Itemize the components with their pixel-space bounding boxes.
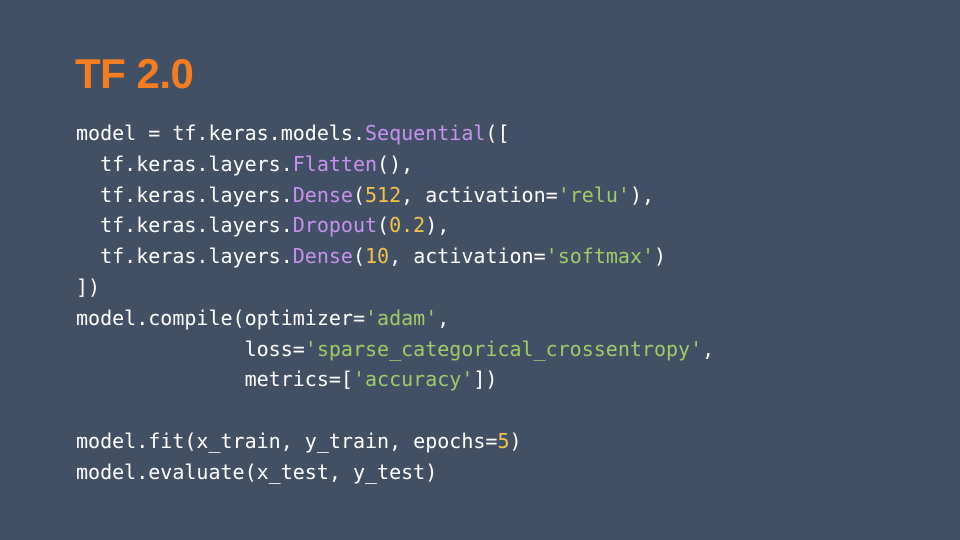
code-line: model = tf.keras.models.Sequential([ (76, 118, 714, 149)
code-token: ([ (485, 121, 510, 145)
code-token: tf.keras.layers. (76, 244, 293, 269)
code-string: 'softmax' (545, 244, 655, 269)
code-function-name: Sequential (364, 121, 486, 145)
code-token: , (702, 336, 715, 361)
code-token: (), (377, 151, 414, 176)
code-line: model.compile(optimizer='adam', (76, 303, 714, 334)
code-line: ]) (76, 272, 714, 303)
code-token: ) (509, 428, 522, 453)
code-token: , activation= (389, 244, 546, 269)
code-number: 0.2 (389, 213, 426, 238)
code-token: tf.keras.layers. (76, 213, 293, 238)
code-token: , activation= (401, 182, 558, 207)
code-token: ), (629, 182, 655, 207)
code-token: model.fit(x_train, y_train, epochs= (76, 428, 498, 453)
code-token: ( (352, 244, 366, 269)
code-line: tf.keras.layers.Dropout(0.2), (76, 210, 714, 241)
code-token: tf.keras.layers. (76, 182, 293, 207)
code-token: metrics=[ (76, 367, 353, 392)
code-token: ]) (473, 367, 498, 392)
code-line: tf.keras.layers.Dense(512, activation='r… (76, 180, 714, 211)
code-token: loss= (76, 336, 305, 361)
code-string: 'sparse_categorical_crossentropy' (304, 336, 703, 361)
code-function-name: Dropout (292, 213, 378, 238)
code-string: 'relu' (557, 182, 630, 207)
code-number: 10 (365, 244, 390, 269)
code-block: model = tf.keras.models.Sequential([ tf.… (76, 118, 714, 488)
code-token: model = tf.keras.models. (76, 121, 365, 145)
code-token: ), (425, 213, 450, 238)
code-token: ) (654, 244, 667, 269)
code-function-name: Dense (292, 244, 353, 269)
code-line (76, 395, 714, 426)
code-token: , (437, 305, 450, 330)
code-line: loss='sparse_categorical_crossentropy', (76, 334, 715, 365)
code-token: tf.keras.layers. (76, 151, 293, 176)
code-number: 512 (365, 182, 402, 207)
slide-title: TF 2.0 (75, 50, 194, 97)
code-line: metrics=['accuracy']) (76, 364, 714, 395)
code-line: tf.keras.layers.Flatten(), (76, 149, 714, 180)
code-line: model.evaluate(x_test, y_test) (76, 457, 714, 488)
code-function-name: Flatten (292, 151, 378, 176)
code-function-name: Dense (292, 182, 353, 207)
code-line: tf.keras.layers.Dense(10, activation='so… (76, 241, 714, 272)
code-token: ( (377, 213, 390, 238)
code-string: 'accuracy' (352, 367, 474, 392)
code-line: model.fit(x_train, y_train, epochs=5) (76, 426, 714, 457)
code-number: 5 (497, 428, 510, 453)
code-token: model.evaluate(x_test, y_test) (76, 459, 438, 484)
code-token: ]) (76, 274, 101, 299)
code-token: model.compile(optimizer= (76, 305, 365, 330)
code-string: 'adam' (364, 305, 438, 330)
code-token: ( (352, 182, 366, 207)
